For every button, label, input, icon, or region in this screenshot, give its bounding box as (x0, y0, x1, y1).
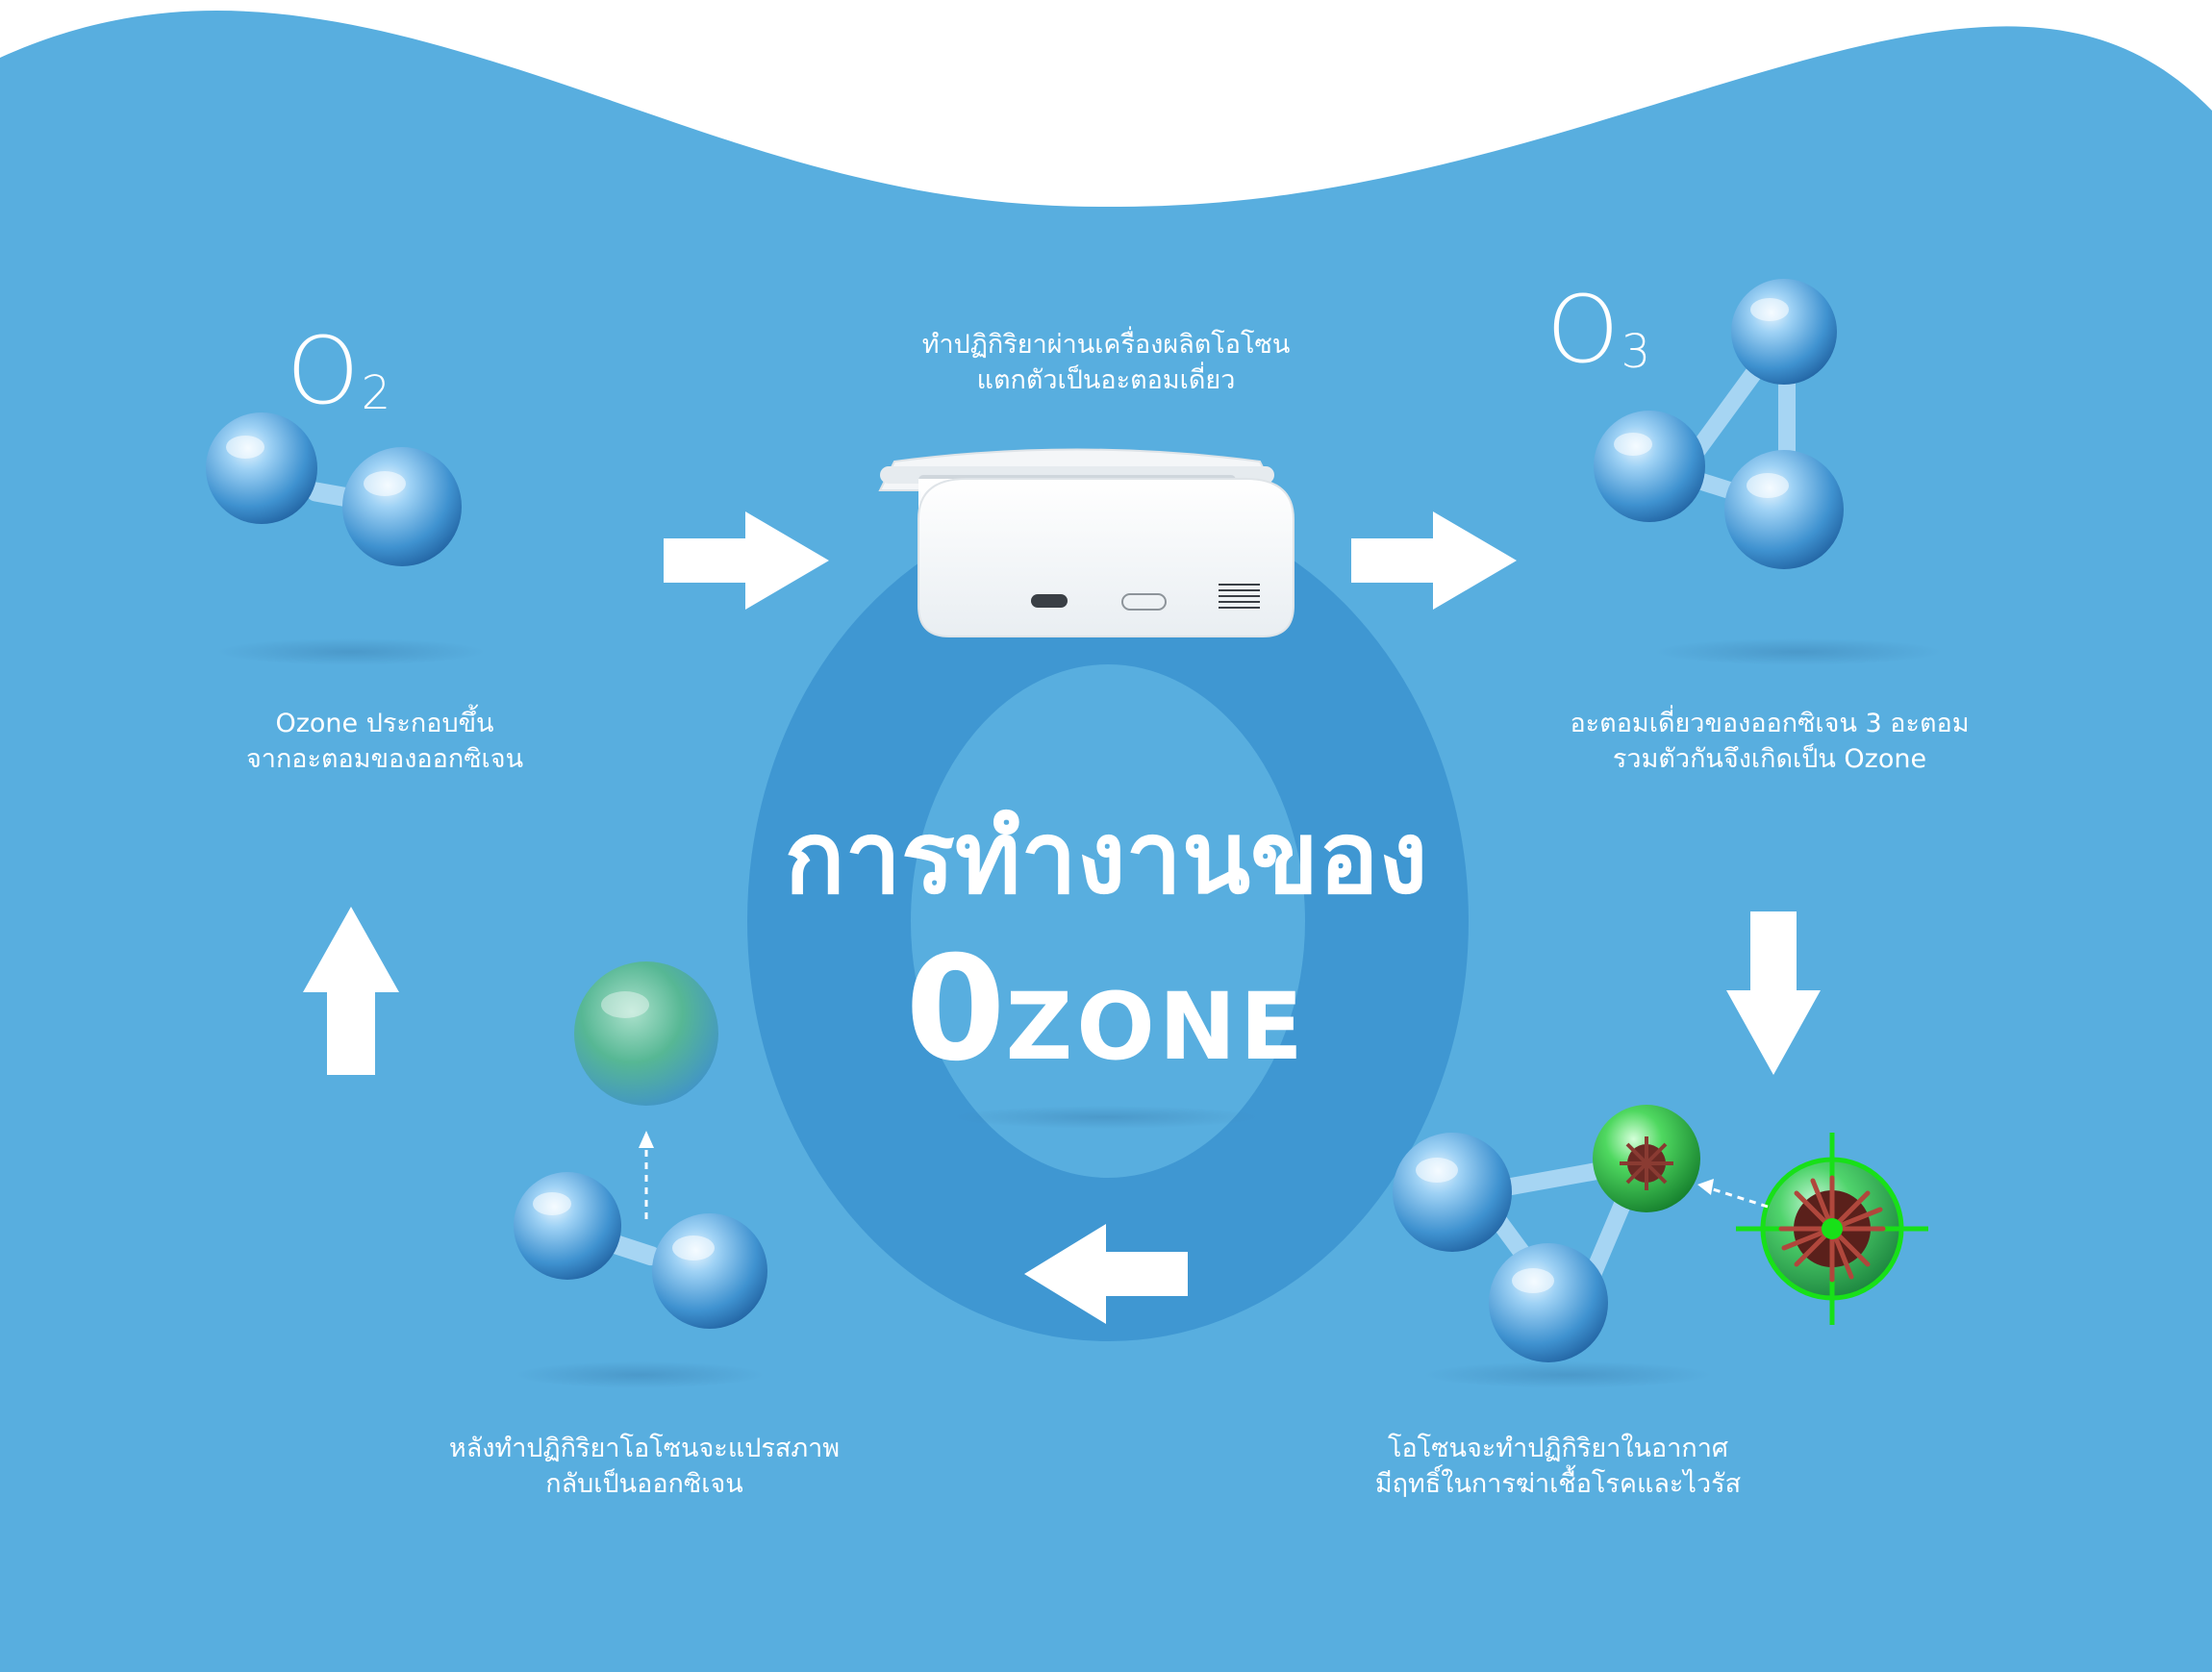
target-crosshair-icon (1736, 1133, 1928, 1325)
o2-formula: O2 (287, 325, 390, 417)
arrow-right-icon (1351, 512, 1517, 610)
step-o3-line1: อะตอมเดี่ยวของออกซิเจน 3 อะตอม (1570, 709, 1970, 738)
step-kill-line1: โอโซนจะทำปฏิกิริยาในอากาศ (1387, 1434, 1729, 1463)
shadow-revert (515, 1361, 765, 1388)
arrow-left-icon (1024, 1224, 1188, 1324)
ozone-generator-device-icon (878, 448, 1295, 637)
device-label-line2: แตกตัวเป็นอะตอมเดี่ยว (976, 365, 1236, 395)
dashed-arrow-icon (1697, 1179, 1769, 1209)
title-zone: ZONE (1005, 973, 1307, 1081)
arrow-right-icon (664, 512, 829, 610)
shadow-kill (1423, 1361, 1712, 1388)
step-kill-line2: มีฤทธิ์ในการฆ่าเชื้อโรคและไวรัส (1374, 1469, 1742, 1499)
o2-symbol: O (287, 317, 360, 425)
o3-symbol: O (1546, 276, 1620, 384)
o3-subscript: 3 (1621, 325, 1651, 379)
dashed-arrow-icon (639, 1131, 654, 1219)
shadow-o3 (1654, 638, 1943, 665)
virus-icon (1620, 1136, 1673, 1190)
arrow-down-icon (1726, 911, 1821, 1075)
title-line1: การทำงานของ (784, 799, 1428, 916)
o2-molecule-icon (206, 412, 462, 566)
shadow-o2 (216, 638, 486, 665)
step-o2-label: Ozone ประกอบขึ้น จากอะตอมของออกซิเจน (183, 706, 587, 777)
big-letter-o (747, 501, 1469, 1341)
o3-reacting-molecule-icon (1393, 1105, 1700, 1362)
step-o3-line2: รวมตัวกันจึงเกิดเป็น Ozone (1612, 744, 1927, 774)
step-revert-label: หลังทำปฏิกิริยาโอโซนจะแปรสภาพ กลับเป็นออ… (385, 1431, 904, 1502)
o3-formula: O3 (1546, 284, 1650, 376)
o2-subscript: 2 (361, 366, 391, 420)
step-o3-label: อะตอมเดี่ยวของออกซิเจน 3 อะตอม รวมตัวกัน… (1500, 706, 2039, 777)
device-label-line1: ทำปฏิกิริยาผ่านเครื่องผลิตโอโซน (921, 330, 1291, 360)
title-line2: 0ZONE (731, 933, 1481, 1104)
device-label: ทำปฏิกิริยาผ่านเครื่องผลิตโอโซน แตกตัวเป… (837, 327, 1375, 398)
step-kill-label: โอโซนจะทำปฏิกิริยาในอากาศ มีฤทธิ์ในการฆ่… (1308, 1431, 1808, 1502)
arrow-up-icon (303, 907, 399, 1075)
o2-reverted-molecule-icon (514, 1172, 767, 1329)
o3-molecule-icon (1594, 279, 1844, 569)
title-zero: 0 (905, 926, 1006, 1093)
step-o2-line1: Ozone ประกอบขึ้น (275, 709, 494, 738)
step-revert-line1: หลังทำปฏิกิริยาโอโซนจะแปรสภาพ (448, 1434, 841, 1463)
step-o2-line2: จากอะตอมของออกซิเจน (245, 744, 524, 774)
faded-atom-icon (574, 961, 718, 1106)
step-revert-line2: กลับเป็นออกซิเจน (545, 1469, 743, 1499)
shadow-title (952, 1106, 1260, 1129)
top-wave (0, 0, 2212, 207)
